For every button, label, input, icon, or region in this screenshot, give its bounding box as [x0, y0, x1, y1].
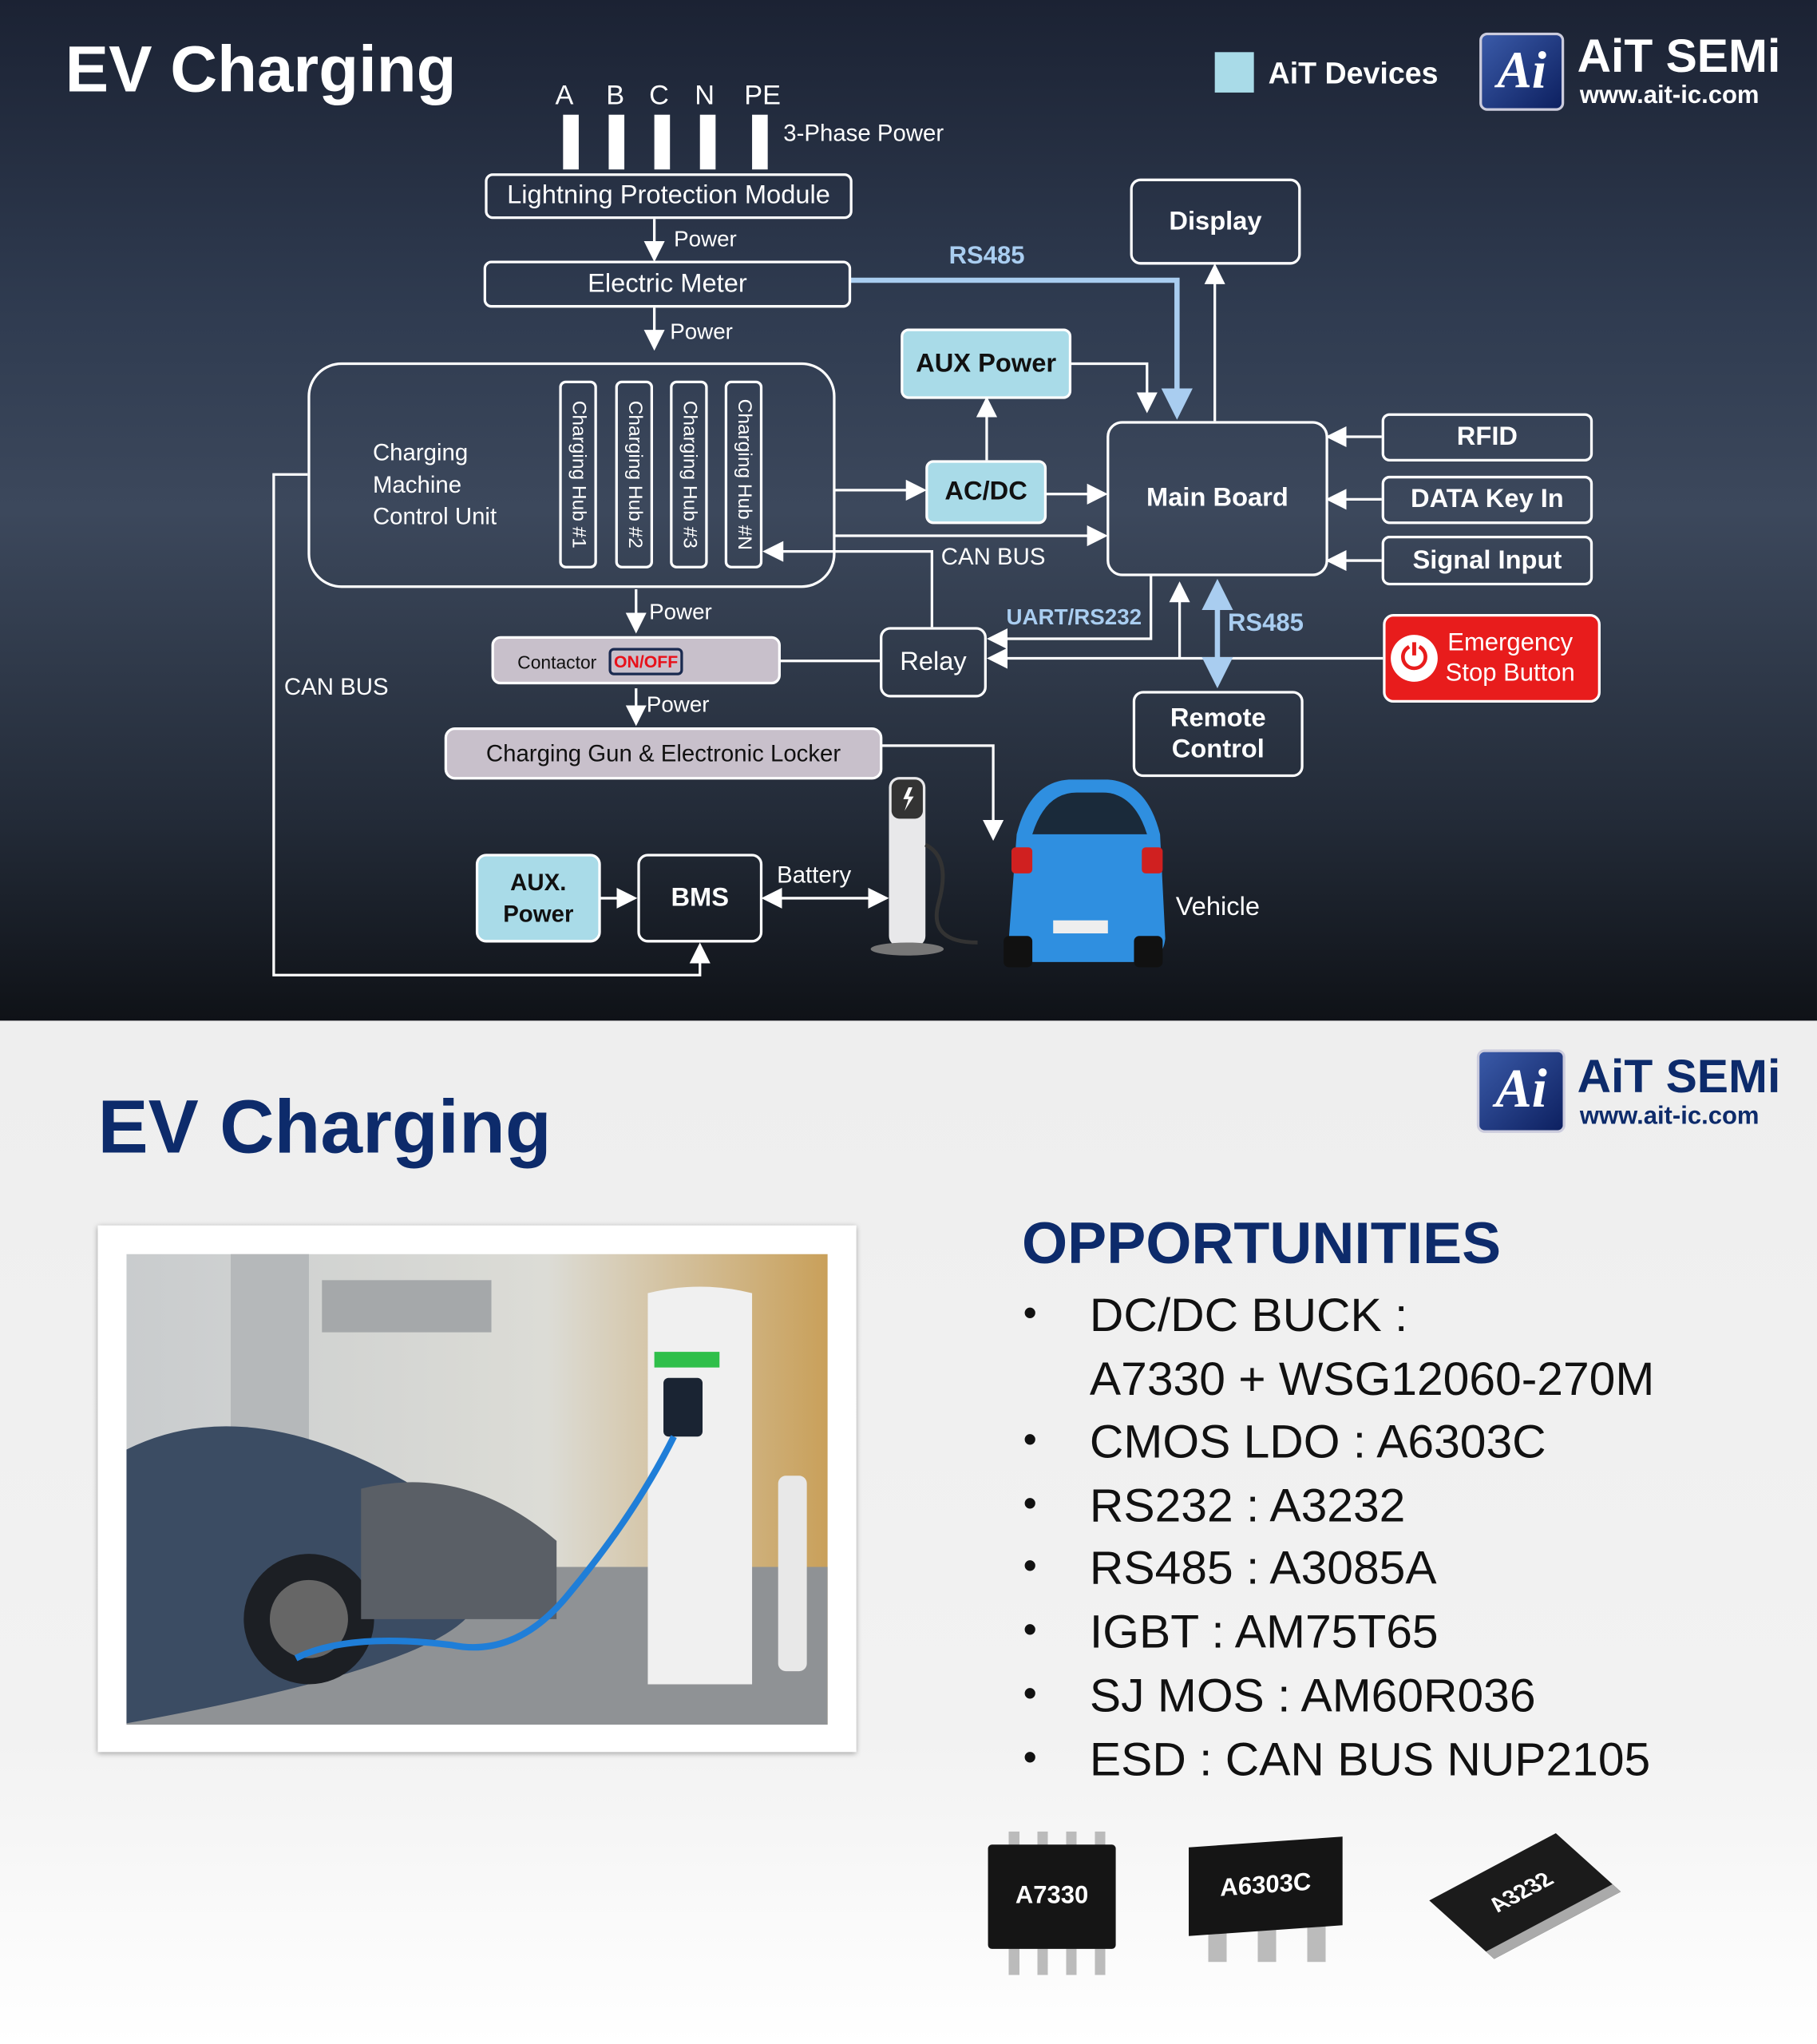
- on-off-switch: ON/OFF: [608, 648, 683, 675]
- bullet: •: [1023, 1608, 1037, 1652]
- chip-a6303c: A6303C: [1189, 1832, 1345, 1975]
- can-bus-label: CAN BUS: [940, 543, 1046, 570]
- data-key-in-box: DATA Key In: [1381, 475, 1593, 525]
- acdc-box: AC/DC: [925, 460, 1047, 525]
- charging-hub-n: Charging Hub #N: [724, 380, 763, 568]
- main-board-box: Main Board: [1106, 421, 1328, 576]
- block-diagram-panel: EV Charging AiT Devices Ai AiT SEMi www.…: [0, 0, 1817, 1021]
- rs485-label: RS485: [948, 242, 1025, 270]
- bullet: •: [1023, 1672, 1037, 1716]
- bullet: •: [1023, 1292, 1037, 1335]
- opportunities-title: OPPORTUNITIES: [1022, 1210, 1502, 1277]
- list-item: IGBT : AM75T65: [1089, 1604, 1439, 1658]
- cmcu-label-line: Control Unit: [372, 503, 497, 529]
- charger-station-icon: [870, 777, 978, 956]
- list-item: RS232 : A3232: [1089, 1478, 1406, 1532]
- bullet: •: [1023, 1482, 1037, 1526]
- bullet: •: [1023, 1544, 1037, 1588]
- power-icon: ⏻: [1391, 635, 1438, 682]
- emergency-stop-button: ⏻ Emergency Stop Button: [1383, 614, 1601, 703]
- electric-meter: Electric Meter: [483, 260, 852, 308]
- rs485-label: RS485: [1228, 610, 1304, 638]
- list-item: RS485 : A3085A: [1089, 1540, 1437, 1594]
- signal-input-box: Signal Input: [1381, 536, 1593, 586]
- battery-label: Battery: [777, 862, 852, 888]
- lightning-protection-module: Lightning Protection Module: [485, 173, 853, 220]
- page-title: EV Charging: [97, 1084, 552, 1170]
- cmcu-label-line: Machine: [372, 471, 462, 497]
- bullet: •: [1023, 1736, 1037, 1780]
- charging-gun-box: Charging Gun & Electronic Locker: [444, 727, 883, 780]
- diagram-title: EV Charging: [65, 32, 457, 106]
- list-item: SJ MOS : AM60R036: [1089, 1668, 1536, 1722]
- logo-url: www.ait-ic.com: [1579, 81, 1760, 110]
- opportunities-panel: EV Charging Ai AiT SEMi www.ait-ic.com O…: [0, 1020, 1817, 2044]
- list-item: CMOS LDO : A6303C: [1089, 1414, 1546, 1468]
- power-label: Power: [646, 691, 710, 717]
- power-label: Power: [674, 227, 737, 252]
- phase-b-label: B: [606, 81, 625, 111]
- logo-name: AiT SEMi: [1577, 1049, 1781, 1103]
- list-item: DC/DC BUCK :: [1089, 1288, 1408, 1342]
- contactor-label: Contactor: [517, 652, 597, 673]
- charging-hub-3: Charging Hub #3: [670, 380, 708, 568]
- legend-swatch: [1214, 52, 1254, 93]
- phase-c-label: C: [649, 81, 669, 111]
- aux-power-box-2: AUX.Power: [475, 854, 601, 943]
- bullet: •: [1023, 1418, 1037, 1462]
- charging-hub-2: Charging Hub #2: [615, 380, 653, 568]
- chip-a3232: A3232: [1421, 1829, 1629, 1959]
- vehicle-label: Vehicle: [1175, 893, 1261, 922]
- logo-name: AiT SEMi: [1577, 28, 1781, 82]
- uart-rs232-label: UART/RS232: [1006, 604, 1142, 630]
- cmcu-label-line: Charging: [372, 439, 469, 465]
- can-bus-label: CAN BUS: [283, 674, 389, 700]
- legend-label: AiT Devices: [1268, 56, 1439, 90]
- ait-logo-icon: Ai: [1476, 1049, 1566, 1133]
- photo-frame: [97, 1225, 857, 1753]
- charging-hub-1: Charging Hub #1: [559, 380, 597, 568]
- power-label: Power: [670, 319, 733, 345]
- phase-pe-label: PE: [744, 81, 782, 111]
- chip-a7330: A7330: [988, 1831, 1118, 1975]
- ev-charging-photo: [126, 1254, 828, 1725]
- relay-box: Relay: [880, 627, 987, 698]
- emergency-label: Stop Button: [1445, 660, 1575, 687]
- connection-lines: [272, 114, 1384, 976]
- aux-power-box: AUX Power: [901, 328, 1072, 399]
- contactor-box: Contactor ON/OFF: [491, 636, 781, 685]
- logo-url: www.ait-ic.com: [1579, 1103, 1760, 1131]
- vehicle-icon: [1004, 779, 1166, 968]
- bms-box: BMS: [637, 854, 763, 943]
- three-phase-label: 3-Phase Power: [783, 120, 944, 146]
- phase-a-label: A: [555, 81, 574, 111]
- emergency-label: Emergency: [1447, 629, 1574, 657]
- rfid-box: RFID: [1381, 413, 1593, 461]
- ait-logo-icon: Ai: [1479, 32, 1565, 111]
- list-item: A7330 + WSG12060-270M: [1089, 1352, 1655, 1406]
- phase-n-label: N: [695, 81, 715, 111]
- charging-machine-control-unit: Charging Machine Control Unit: [307, 362, 836, 588]
- list-item: ESD : CAN BUS NUP2105: [1089, 1732, 1651, 1786]
- display-box: Display: [1130, 178, 1301, 265]
- power-label: Power: [649, 600, 712, 625]
